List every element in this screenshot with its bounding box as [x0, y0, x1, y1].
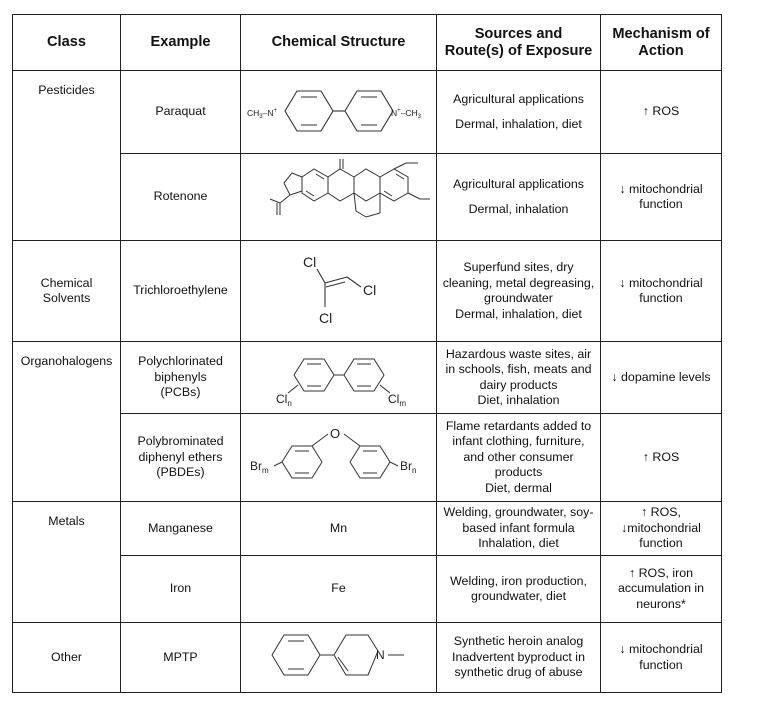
structure-cell: CH3–N+ N+–CH3: [240, 70, 437, 154]
structure-cell: Cln Clm: [240, 341, 437, 414]
example-cell: Trichloroethylene: [120, 240, 241, 342]
svg-text:Clm: Clm: [388, 392, 406, 407]
example-cell: Rotenone: [120, 153, 241, 241]
svg-text:CH3–N+: CH3–N+: [247, 108, 278, 120]
class-cell: Other: [12, 622, 121, 693]
structure-cell: [240, 153, 437, 241]
structure-cell: Fe: [240, 555, 437, 623]
svg-text:Cl: Cl: [363, 282, 376, 298]
example-cell: Iron: [120, 555, 241, 623]
rotenone-structure: [269, 158, 430, 218]
sources-cell: Welding, iron production,groundwater, di…: [436, 555, 601, 623]
svg-text:Brm: Brm: [250, 459, 269, 475]
example-cell: MPTP: [120, 622, 241, 693]
table-row: Metals Manganese Mn Welding, groundwater…: [12, 501, 722, 623]
mptp-structure: N: [270, 634, 404, 676]
svg-text:Cl: Cl: [303, 254, 316, 270]
mechanism-cell: ↓ dopamine levels: [600, 341, 722, 414]
pcb-structure: Cln Clm: [276, 358, 406, 408]
table-row: Pesticides Paraquat CH3–N+ N+–CH3 Agricu…: [12, 70, 722, 241]
header-structure: Chemical Structure: [240, 14, 437, 71]
class-cell: Pesticides: [12, 70, 121, 241]
class-cell: Organohalogens: [12, 341, 121, 502]
example-cell: Manganese: [120, 501, 241, 556]
svg-text:Cln: Cln: [276, 392, 292, 407]
header-class: Class: [12, 14, 121, 71]
svg-text:Cl: Cl: [319, 310, 332, 326]
structure-cell: O Brm Brn: [240, 413, 437, 502]
structure-cell: N: [240, 622, 437, 693]
paraquat-structure: CH3–N+ N+–CH3: [247, 90, 422, 132]
svg-text:N+–CH3: N+–CH3: [391, 108, 422, 120]
structure-cell: Mn: [240, 501, 437, 556]
pbde-structure: O Brm Brn: [250, 426, 416, 479]
header-row: Class Example Chemical Structure Sources…: [12, 14, 722, 71]
structure-cell: Cl Cl Cl: [240, 240, 437, 342]
toxicants-table: Class Example Chemical Structure Sources…: [12, 14, 722, 693]
svg-text:O: O: [330, 426, 340, 441]
svg-text:N: N: [376, 648, 385, 662]
example-cell: Paraquat: [120, 70, 241, 154]
sources-cell: Welding, groundwater, soy-based infant f…: [436, 501, 601, 556]
svg-text:Brn: Brn: [400, 459, 416, 475]
tce-structure: Cl Cl Cl: [303, 254, 376, 326]
mechanism-cell: ↑ ROS: [600, 70, 722, 154]
mechanism-cell: ↑ ROS: [600, 413, 722, 502]
header-example: Example: [120, 14, 241, 71]
class-cell: Metals: [12, 501, 121, 623]
